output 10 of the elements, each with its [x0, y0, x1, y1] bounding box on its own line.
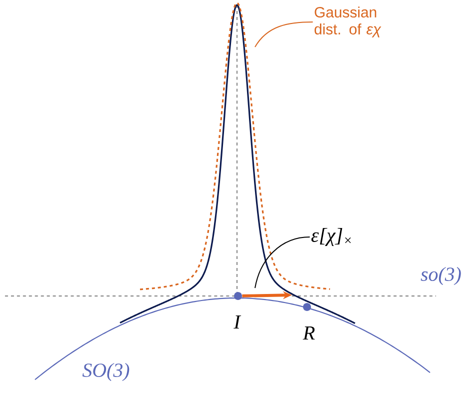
point: [234, 292, 242, 300]
leader-line: [254, 236, 310, 288]
annotation-label: ε[χ]$_{×}$: [311, 228, 351, 246]
annotation-label: Gaussian dist. of εχ: [314, 6, 382, 38]
point-label: R: [302, 326, 315, 340]
point: [303, 303, 311, 311]
space-label: SO(3): [82, 362, 130, 382]
point-label: I: [234, 315, 242, 329]
leader-line: [254, 22, 314, 48]
space-label: so(3): [420, 266, 461, 286]
